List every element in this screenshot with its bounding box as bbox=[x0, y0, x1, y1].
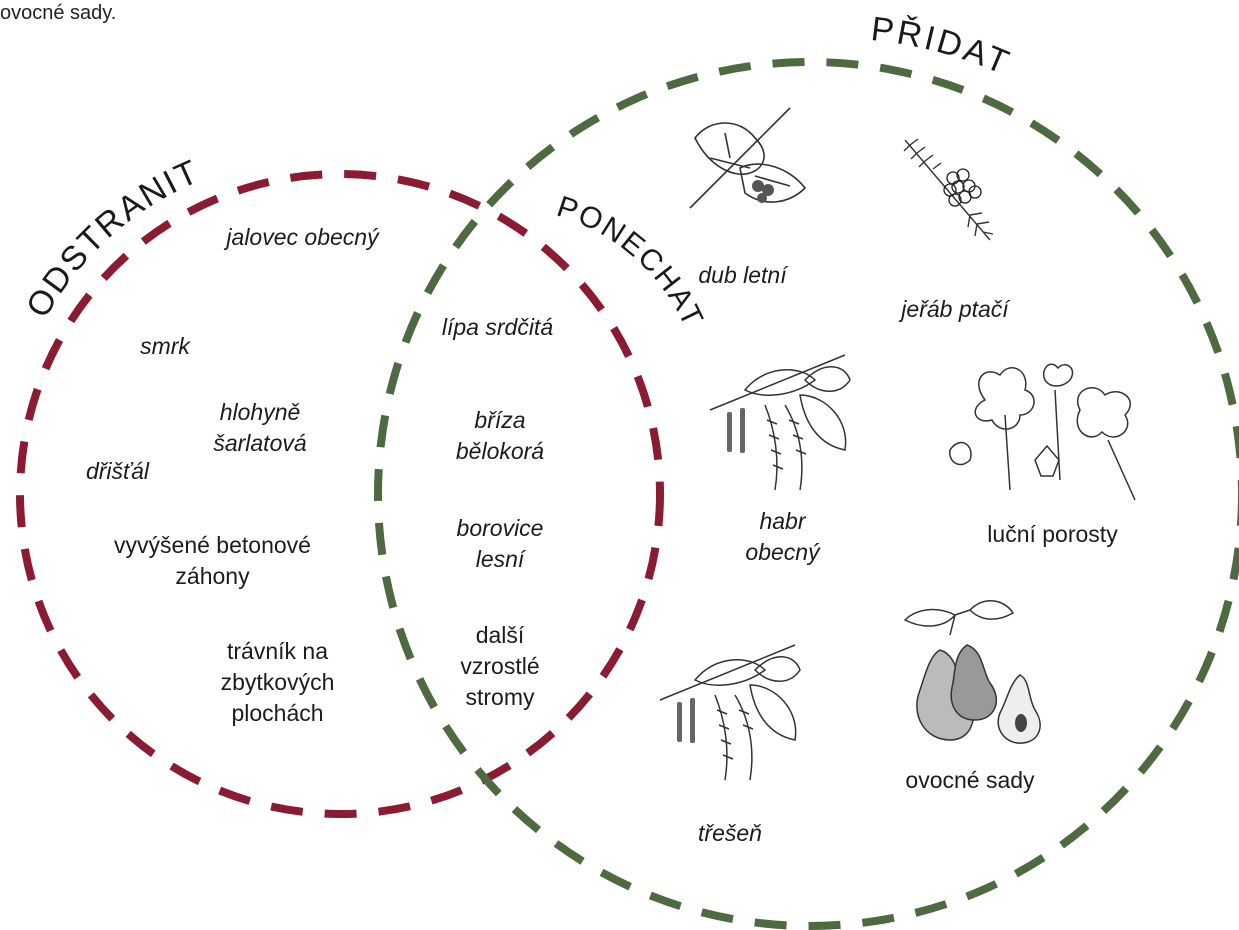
pear-icon bbox=[895, 595, 1065, 755]
item-habr: habr obecný bbox=[725, 506, 840, 568]
item-travnik: trávník na zbytkových plochách bbox=[190, 636, 365, 729]
item-lipa: lípa srdčitá bbox=[415, 312, 580, 343]
item-smrk: smrk bbox=[110, 331, 220, 362]
cherry-catkins-icon bbox=[655, 640, 805, 790]
item-dub: dub letní bbox=[680, 260, 805, 291]
meadow-flowers-icon bbox=[930, 350, 1170, 505]
rowan-berries-icon bbox=[895, 120, 1015, 260]
item-jalovec: jalovec obecný bbox=[225, 222, 380, 253]
item-jerab: jeřáb ptačí bbox=[880, 294, 1030, 325]
item-briza: bříza bělokorá bbox=[435, 405, 565, 467]
top-caption: ovocné sady. bbox=[0, 2, 116, 25]
item-dalsi: další vzrostlé stromy bbox=[435, 620, 565, 713]
item-hlohyne: hlohyně šarlatová bbox=[195, 397, 325, 459]
remove-set-title: ODSTRANIT bbox=[19, 152, 205, 324]
oak-leaf-icon bbox=[670, 98, 820, 223]
svg-text:ODSTRANIT: ODSTRANIT bbox=[19, 152, 205, 324]
item-tresen: třešeň bbox=[680, 818, 780, 849]
item-lucni-porosty: luční porosty bbox=[955, 519, 1150, 550]
hornbeam-icon bbox=[705, 350, 855, 500]
item-betonove-zahony: vyvýšené betonové záhony bbox=[90, 530, 335, 592]
item-dristal: dřišťál bbox=[60, 456, 175, 487]
item-ovocne-sady: ovocné sady bbox=[880, 765, 1060, 796]
item-borovice: borovice lesní bbox=[430, 513, 570, 575]
